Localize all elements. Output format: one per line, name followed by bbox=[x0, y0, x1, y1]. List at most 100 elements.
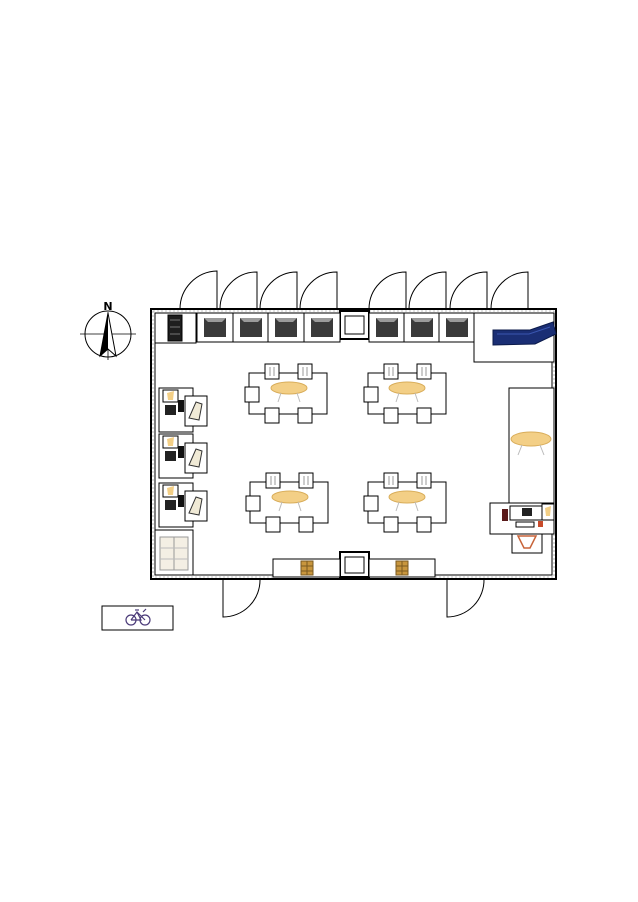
meeting-table-icon bbox=[270, 381, 308, 395]
table-leg bbox=[297, 501, 302, 512]
lounge-chair-icon bbox=[188, 401, 203, 421]
chair-details bbox=[269, 367, 427, 485]
phone-icon bbox=[178, 495, 184, 507]
cabinet-group-left bbox=[196, 312, 341, 343]
door-swing-icon bbox=[179, 270, 218, 310]
bicycle-icon bbox=[125, 608, 151, 626]
door-swing-icon bbox=[490, 271, 529, 310]
meeting-table-icon bbox=[510, 431, 552, 447]
workstation-1 bbox=[158, 387, 208, 433]
cabinet-icon bbox=[275, 318, 297, 337]
phone-icon bbox=[538, 521, 543, 527]
outer-wall bbox=[150, 308, 557, 580]
table-leg bbox=[395, 392, 400, 403]
workstation-3 bbox=[158, 482, 208, 528]
door-swing-icon bbox=[368, 271, 407, 310]
north-arrow-shade bbox=[100, 313, 108, 356]
cabinet-top-face bbox=[204, 318, 226, 322]
chair-icon bbox=[298, 516, 314, 533]
phone-icon bbox=[178, 400, 184, 412]
cabinet-icon bbox=[446, 318, 468, 337]
cabinet-top-face bbox=[240, 318, 262, 322]
lounge-chair-icon bbox=[188, 448, 203, 468]
door-swing-icon bbox=[449, 271, 488, 310]
chair-icon bbox=[298, 472, 314, 489]
meeting-table-top-right bbox=[363, 363, 447, 424]
monitor-icon bbox=[165, 500, 176, 510]
chair-icon bbox=[297, 407, 313, 424]
chair-icon bbox=[383, 516, 399, 533]
chair-icon bbox=[244, 386, 260, 403]
meeting-table-bottom-right bbox=[363, 472, 447, 533]
chair-icon bbox=[416, 407, 432, 424]
chair-icon bbox=[265, 516, 281, 533]
cabinet-top-face bbox=[376, 318, 398, 322]
workstation-2 bbox=[158, 433, 208, 479]
meeting-table-icon bbox=[388, 381, 426, 395]
sofa-cushion-line bbox=[497, 326, 551, 335]
lounge-corner bbox=[473, 312, 557, 363]
chair-seat bbox=[167, 437, 174, 446]
keyboard-icon bbox=[515, 521, 535, 528]
chair-icon bbox=[264, 363, 280, 380]
chair-icon bbox=[363, 386, 379, 403]
table-leg bbox=[414, 501, 419, 512]
left-workstations bbox=[154, 387, 208, 576]
cabinet-group-right bbox=[368, 312, 475, 343]
cabinet-top-face bbox=[446, 318, 468, 322]
table-leg bbox=[395, 501, 400, 512]
cabinet-top-face bbox=[275, 318, 297, 322]
table-leg bbox=[278, 501, 283, 512]
lounge-chair-icon bbox=[188, 496, 203, 516]
cabinet-top-face bbox=[311, 318, 333, 322]
bike-rack bbox=[101, 605, 174, 631]
chair-icon bbox=[264, 407, 280, 424]
chair-icon bbox=[265, 472, 281, 489]
chair-icon bbox=[383, 363, 399, 380]
chair-icon bbox=[297, 363, 313, 380]
chair-seat bbox=[545, 506, 551, 516]
monitor-icon bbox=[165, 451, 176, 461]
bottom-doors bbox=[222, 578, 485, 618]
cabinet-row bbox=[154, 312, 475, 344]
door-swing-icon bbox=[259, 271, 298, 310]
display-cabinet bbox=[154, 529, 194, 576]
chair-icon bbox=[416, 363, 432, 380]
pillars bbox=[339, 310, 370, 578]
side-table bbox=[511, 533, 543, 554]
table-leg bbox=[277, 392, 282, 403]
phone-icon bbox=[178, 446, 184, 458]
compass-north-label: N bbox=[103, 300, 112, 313]
chair-seat bbox=[167, 486, 174, 495]
reception-desk bbox=[489, 502, 555, 554]
door-swing-icon bbox=[408, 271, 447, 310]
printer-icon bbox=[502, 509, 508, 521]
pillar-top bbox=[339, 310, 370, 340]
door-swing-icon bbox=[222, 578, 261, 618]
bike-frame bbox=[131, 611, 142, 621]
meeting-table-icon bbox=[271, 490, 309, 504]
door-swing-icon bbox=[219, 271, 258, 310]
bike-handle bbox=[142, 608, 147, 613]
bottom-shelving bbox=[272, 558, 436, 578]
chair-icon bbox=[383, 472, 399, 489]
tall-cabinet-icon bbox=[167, 314, 183, 342]
monitor-icon bbox=[522, 508, 532, 516]
meeting-table-top-left bbox=[244, 363, 328, 424]
chair-icon bbox=[416, 472, 432, 489]
top-doors bbox=[179, 270, 529, 310]
cabinet-top-face bbox=[411, 318, 433, 322]
chair-icon bbox=[416, 516, 432, 533]
cabinet-icon bbox=[240, 318, 262, 337]
cabinet-icon bbox=[204, 318, 226, 337]
door-swing-icon bbox=[446, 578, 485, 618]
chair-icon bbox=[245, 495, 261, 512]
door-swing-icon bbox=[299, 271, 338, 310]
chair-icon bbox=[363, 495, 379, 512]
cabinet-icon bbox=[311, 318, 333, 337]
cabinet-icon bbox=[376, 318, 398, 337]
table-leg bbox=[296, 392, 301, 403]
meeting-table-icon bbox=[388, 490, 426, 504]
table-leg bbox=[517, 444, 523, 456]
